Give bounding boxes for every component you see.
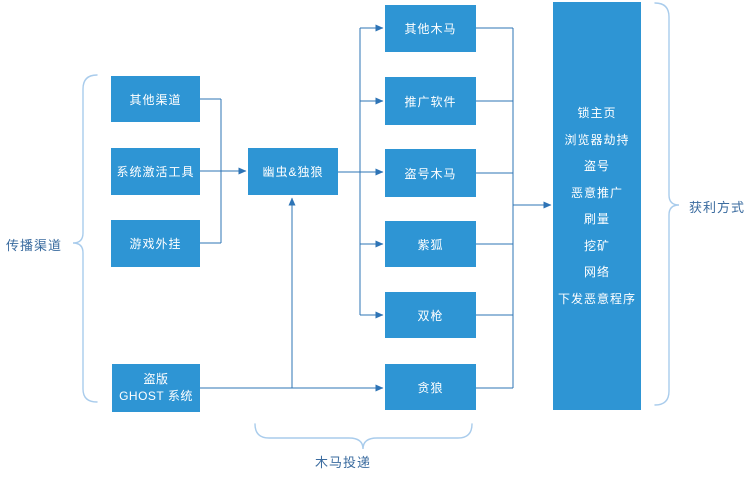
profit-item-malicious-promotion: 恶意推广 xyxy=(570,185,623,200)
node-account-stealing-trojan: 盗号木马 xyxy=(385,149,476,197)
node-game-cheats: 游戏外挂 xyxy=(111,220,200,267)
node-double-gun: 双枪 xyxy=(385,292,476,338)
left-brace xyxy=(72,74,98,403)
label-trojan-delivery: 木马投递 xyxy=(315,455,372,470)
label-profit-methods: 获利方式 xyxy=(689,200,745,215)
profit-item-deliver-malware: 下发恶意程序 xyxy=(557,291,636,306)
node-other-channels: 其他渠道 xyxy=(111,76,200,122)
profit-item-account-theft: 盗号 xyxy=(583,159,610,173)
node-dropper-youchong-dulang: 幽虫&独狼 xyxy=(248,148,338,195)
profit-item-traffic-fraud: 刷量 xyxy=(583,212,610,226)
node-promotion-software: 推广软件 xyxy=(385,77,476,125)
right-brace xyxy=(654,2,680,406)
profit-items-list: 锁主页 浏览器劫持 盗号 恶意推广 刷量 挖矿 网络 下发恶意程序 xyxy=(558,100,636,312)
label-propagation-channels: 传播渠道 xyxy=(6,238,63,253)
node-system-activation-tools: 系统激活工具 xyxy=(111,148,200,195)
node-purple-fox: 紫狐 xyxy=(385,221,476,267)
connector-arrows xyxy=(200,24,552,392)
bottom-brace xyxy=(254,423,473,450)
node-pirated-ghost-system: 盗版 GHOST 系统 xyxy=(112,364,200,412)
profit-item-network: 网络 xyxy=(583,265,610,279)
node-other-trojans: 其他木马 xyxy=(385,5,476,52)
node-greedy-wolf: 贪狼 xyxy=(385,364,476,410)
profit-item-mining: 挖矿 xyxy=(583,238,610,253)
profit-item-lock-homepage: 锁主页 xyxy=(577,106,617,120)
node-profit-methods: 锁主页 浏览器劫持 盗号 恶意推广 刷量 挖矿 网络 下发恶意程序 xyxy=(553,2,641,410)
profit-item-browser-hijack: 浏览器劫持 xyxy=(564,132,630,147)
node-pirated-ghost-line2: GHOST 系统 xyxy=(119,389,193,403)
bracket-layer xyxy=(72,2,680,450)
node-pirated-ghost-line1: 盗版 xyxy=(143,371,169,386)
